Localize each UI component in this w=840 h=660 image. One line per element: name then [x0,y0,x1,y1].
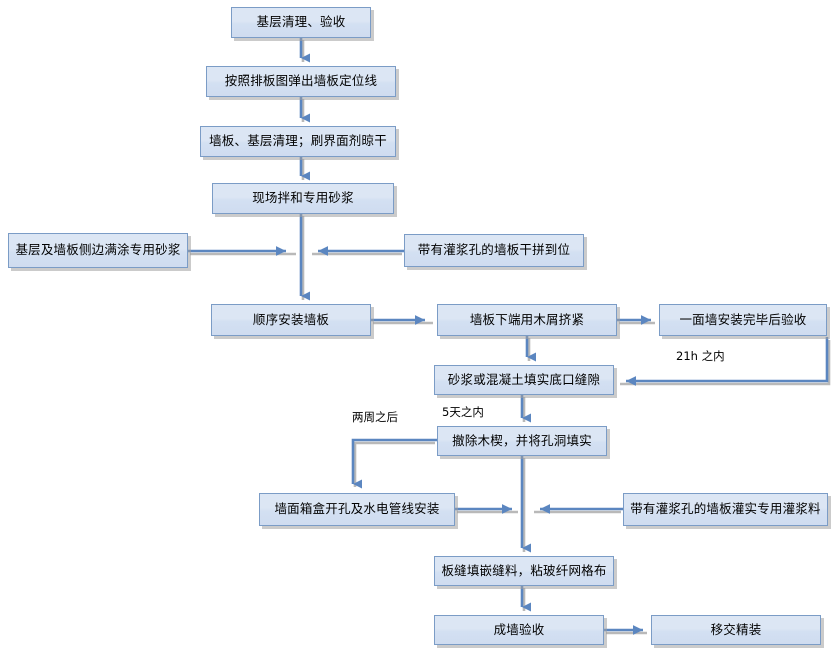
node-label: 带有灌浆孔的墙板干拼到位 [417,242,571,258]
node-wall-box-openings-mep-conduit[interactable]: 墙面箱盒开孔及水电管线安装 [259,493,455,526]
node-wedge-panel-bottom-with-shims[interactable]: 墙板下端用木屑挤紧 [437,304,617,336]
edge-n9-n10 [626,337,829,386]
edge-label-within-21h: 21h 之内 [676,349,725,363]
node-label: 撤除木楔，并将孔洞填实 [452,432,592,448]
node-dry-fit-grouted-panel[interactable]: 带有灌浆孔的墙板干拼到位 [404,234,584,267]
node-finished-wall-acceptance[interactable]: 成墙验收 [434,615,604,645]
node-handover-to-fitout[interactable]: 移交精装 [651,615,821,645]
node-label: 墙板、基层清理；刷界面剂晾干 [209,133,387,149]
node-label: 墙面箱盒开孔及水电管线安装 [274,501,440,517]
node-base-cleaning-acceptance[interactable]: 基层清理、验收 [231,7,371,38]
node-label: 墙板下端用木屑挤紧 [469,311,585,327]
node-label: 现场拌和专用砂浆 [252,190,354,206]
node-label: 砂浆或混凝土填实底口缝隙 [447,371,601,387]
node-joint-filling-fiberglass-mesh[interactable]: 板缝填嵌缝料，粘玻纤网格布 [434,556,614,586]
node-layout-line-marking[interactable]: 按照排板图弹出墙板定位线 [206,66,396,97]
node-label: 成墙验收 [493,621,545,637]
node-apply-mortar-to-base-and-panel-edges[interactable]: 基层及墙板侧边满涂专用砂浆 [8,233,188,268]
node-label: 一面墙安装完毕后验收 [679,311,807,327]
node-fill-bottom-joint-with-mortar[interactable]: 砂浆或混凝土填实底口缝隙 [434,365,614,395]
node-install-panels-in-sequence[interactable]: 顺序安装墙板 [211,304,371,336]
node-label: 基层及墙板侧边满涂专用砂浆 [15,242,181,258]
node-label: 基层清理、验收 [256,14,346,30]
node-onsite-mortar-mixing[interactable]: 现场拌和专用砂浆 [212,183,394,214]
edge-label-within-5-days: 5天之内 [442,405,484,419]
node-label: 移交精装 [710,621,762,637]
node-label: 顺序安装墙板 [252,311,330,327]
node-label: 按照排板图弹出墙板定位线 [224,73,378,89]
node-wall-completion-acceptance[interactable]: 一面墙安装完毕后验收 [659,304,827,336]
edge-label-after-two-weeks: 两周之后 [352,410,398,424]
node-label: 带有灌浆孔的墙板灌实专用灌浆料 [630,501,821,517]
node-panel-base-cleaning-interface-agent[interactable]: 墙板、基层清理；刷界面剂晾干 [200,126,396,157]
edge-n11-n12 [351,438,437,489]
node-grout-panel-with-special-grout[interactable]: 带有灌浆孔的墙板灌实专用灌浆料 [623,493,828,526]
node-label: 板缝填嵌缝料，粘玻纤网格布 [441,562,607,578]
node-remove-wedges-fill-holes[interactable]: 撤除木楔，并将孔洞填实 [437,426,607,456]
